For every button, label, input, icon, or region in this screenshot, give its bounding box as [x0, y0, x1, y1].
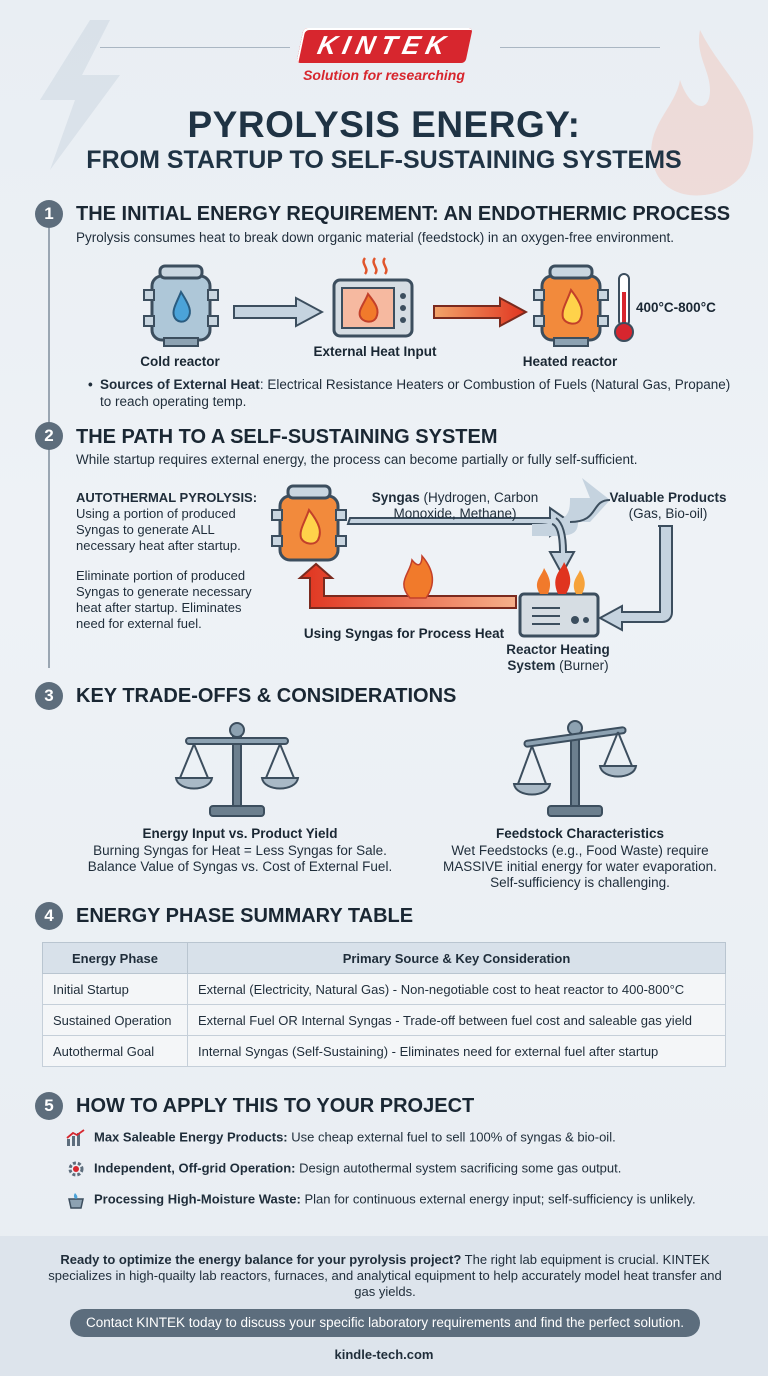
section-2-number: 2 [35, 422, 63, 450]
contact-cta-button[interactable]: Contact KINTEK today to discuss your spe… [70, 1309, 700, 1337]
trade-off-left-title: Energy Input vs. Product Yield [142, 826, 338, 841]
section-4-title: ENERGY PHASE SUMMARY TABLE [76, 905, 414, 927]
valuable-products-label: Valuable Products (Gas, Bio-oil) [598, 490, 738, 522]
scale-tilted-icon [512, 720, 638, 817]
table-cell: Internal Syngas (Self-Sustaining) - Elim… [187, 1035, 726, 1067]
heating-bold: Reactor Heating System [506, 642, 610, 673]
trade-off-right-title: Feedstock Characteristics [495, 826, 665, 841]
page-title: PYROLYSIS ENERGY: [187, 104, 581, 145]
list-item: Independent, Off-grid Operation: Design … [66, 1160, 621, 1178]
waste-icon [68, 1193, 84, 1209]
heated-reactor-label: Heated reactor [522, 354, 618, 369]
header-primary-source: Primary Source & Key Consideration [187, 942, 726, 974]
section-5-title: HOW TO APPLY THIS TO YOUR PROJECT [76, 1095, 475, 1117]
table-cell: Autothermal Goal [42, 1035, 188, 1067]
section-3-title: KEY TRADE-OFFS & CONSIDERATIONS [76, 685, 457, 707]
temperature-label: 400°C-800°C [636, 300, 716, 315]
table-cell: External Fuel OR Internal Syngas - Trade… [187, 1004, 726, 1036]
table-row: Initial Startup External (Electricity, N… [42, 973, 726, 1005]
valuable-text: (Gas, Bio-oil) [628, 506, 708, 521]
section-2-desc: While startup requires external energy, … [76, 452, 638, 467]
table-row: Sustained Operation External Fuel OR Int… [42, 1004, 726, 1036]
section-3-number: 3 [35, 682, 63, 710]
self-sustaining-diagram [271, 478, 673, 638]
bullet-text: : Electrical Resistance Heaters or Combu… [100, 377, 731, 409]
logo-divider-left [100, 47, 290, 48]
apply-item-3-bold: Processing High-Moisture Waste: [94, 1191, 301, 1207]
list-item: Processing High-Moisture Waste: Plan for… [66, 1191, 696, 1209]
syngas-bold: Syngas [371, 490, 420, 505]
list-item: Max Saleable Energy Products: Use cheap … [66, 1129, 616, 1147]
section-1-desc: Pyrolysis consumes heat to break down or… [76, 230, 675, 245]
apply-item-1-bold: Max Saleable Energy Products: [94, 1129, 288, 1145]
logo-divider-right [500, 47, 660, 48]
footer-text: Ready to optimize the energy balance for… [40, 1252, 730, 1300]
heating-text: (Burner) [555, 658, 609, 673]
gear-icon [68, 1161, 84, 1177]
kintek-logo[interactable]: KINTEK [295, 28, 473, 63]
section-1-number: 1 [35, 200, 63, 228]
trade-off-left-text: Burning Syngas for Heat = Less Syngas fo… [87, 843, 393, 874]
header-energy-phase: Energy Phase [42, 942, 188, 974]
syngas-text: (Hydrogen, Carbon Monoxide, Methane) [393, 490, 539, 521]
chart-icon [66, 1129, 85, 1146]
table-header-row: Energy Phase Primary Source & Key Consid… [42, 942, 726, 974]
bullet-bold: Sources of External Heat [100, 377, 260, 392]
table-row: Autothermal Goal Internal Syngas (Self-S… [42, 1035, 726, 1067]
external-heat-label: External Heat Input [313, 344, 437, 359]
footer-bold: Ready to optimize the energy balance for… [60, 1252, 462, 1267]
eliminate-text: Eliminate portion of produced Syngas to … [76, 568, 252, 631]
autothermal-title: AUTOTHERMAL PYROLYSIS: [76, 490, 258, 505]
apply-item-2-text: Design autothermal system sacrificing so… [295, 1160, 622, 1176]
section-1-title: THE INITIAL ENERGY REQUIREMENT: AN ENDOT… [76, 203, 731, 225]
autothermal-block: AUTOTHERMAL PYROLYSIS: Using a portion o… [76, 490, 271, 554]
table-cell: Initial Startup [42, 973, 188, 1005]
syngas-label: Syngas (Hydrogen, Carbon Monoxide, Metha… [360, 490, 550, 522]
heated-reactor-icon [533, 264, 609, 347]
section-5-number: 5 [35, 1092, 63, 1120]
section-4-number: 4 [35, 902, 63, 930]
arrow-to-heat-icon [233, 296, 324, 328]
footer-band [0, 1236, 768, 1376]
external-heat-sources-bullet: Sources of External Heat: Electrical Res… [88, 376, 740, 410]
scale-balanced-icon [174, 722, 300, 817]
autothermal-text: Using a portion of produced Syngas to ge… [76, 506, 241, 553]
apply-item-2-bold: Independent, Off-grid Operation: [94, 1160, 296, 1176]
process-heat-label: Using Syngas for Process Heat [303, 626, 505, 641]
trade-off-right-text: Wet Feedstocks (e.g., Food Waste) requir… [443, 843, 717, 890]
apply-item-1-text: Use cheap external fuel to sell 100% of … [287, 1129, 616, 1145]
page-subtitle: FROM STARTUP TO SELF-SUSTAINING SYSTEMS [86, 146, 682, 174]
brand-header: KINTEK Solution for researching [0, 28, 768, 83]
table-cell: External (Electricity, Natural Gas) - No… [187, 973, 726, 1005]
website-link[interactable]: kindle-tech.com [334, 1347, 434, 1362]
arrow-to-heated-icon [433, 296, 528, 328]
footer-body: The right lab equipment is crucial. KINT… [48, 1252, 722, 1299]
valuable-bold: Valuable Products [609, 490, 727, 505]
brand-tagline: Solution for researching [303, 67, 465, 83]
external-heater-icon [332, 257, 414, 338]
energy-phase-table: Energy Phase Primary Source & Key Consid… [42, 942, 726, 1067]
thermometer-icon [614, 273, 634, 342]
apply-item-3-text: Plan for continuous external energy inpu… [300, 1191, 696, 1207]
cold-reactor-label: Cold reactor [140, 354, 220, 369]
table-cell: Sustained Operation [42, 1004, 188, 1036]
reactor-heating-label: Reactor Heating System (Burner) [488, 642, 628, 674]
section-2-title: THE PATH TO A SELF-SUSTAINING SYSTEM [76, 426, 498, 448]
cold-reactor-icon [143, 264, 219, 347]
